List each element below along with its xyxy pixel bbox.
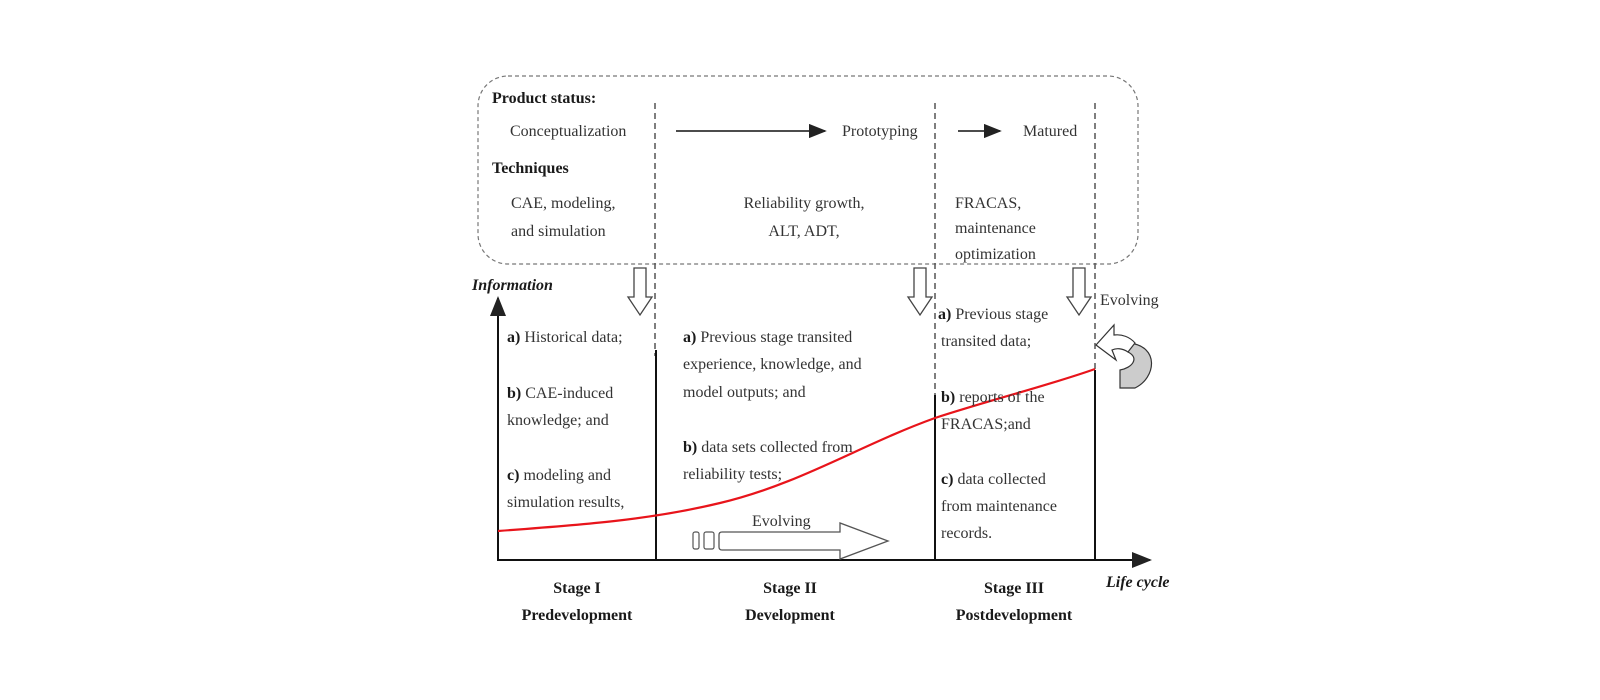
technique-stage3-line2: maintenance — [955, 220, 1036, 237]
technique-stage2-line1: Reliability growth, — [744, 195, 865, 212]
technique-stage1-line2: and simulation — [511, 223, 606, 240]
stage2-item-a-line2: experience, knowledge, and — [683, 356, 862, 373]
stage1-phase: Predevelopment — [522, 607, 633, 624]
stage3-item-a-line2: transited data; — [941, 333, 1031, 350]
stage3-item-b-line2: FRACAS;and — [941, 416, 1031, 433]
technique-stage3-line1: FRACAS, — [955, 195, 1021, 212]
stage1-item-c: c)modeling and — [507, 467, 611, 484]
stage3-item-a: a)Previous stage — [938, 306, 1048, 323]
y-axis-label: Information — [471, 277, 553, 294]
technique-stage1-line1: CAE, modeling, — [511, 195, 615, 212]
evolving-arrow-horizontal — [718, 522, 890, 560]
stage1-item-c-line2: simulation results, — [507, 494, 624, 511]
stage3-items: a)Previous stage transited data; b)repor… — [938, 306, 1057, 542]
stage1-item-b: b)CAE-induced — [507, 385, 613, 402]
technique-stage2-line2: ALT, ADT, — [768, 223, 839, 240]
stage3-phase: Postdevelopment — [956, 607, 1073, 624]
product-status-box — [477, 75, 1139, 265]
stage3-item-c-line2: from maintenance — [941, 498, 1057, 515]
evolving-label-horizontal: Evolving — [752, 513, 811, 530]
stage1-name: Stage I — [553, 580, 601, 597]
status-conceptualization: Conceptualization — [510, 123, 626, 140]
transfer-arrow-stage1 — [626, 267, 654, 317]
technique-stage3-line3: optimization — [955, 246, 1036, 263]
transfer-arrow-stage2 — [906, 267, 934, 317]
techniques-label: Techniques — [492, 160, 569, 177]
stage2-item-a: a)Previous stage transited — [683, 329, 852, 346]
status-matured: Matured — [1023, 123, 1077, 140]
stage2-item-b-line2: reliability tests; — [683, 466, 782, 483]
stage3-item-c-line3: records. — [941, 525, 992, 542]
stage2-name: Stage II — [763, 580, 817, 597]
stage2-item-b: b)data sets collected from — [683, 439, 853, 456]
status-prototyping: Prototyping — [842, 123, 918, 140]
evolving-block-2 — [703, 531, 715, 550]
evolving-arrow-circular — [1095, 323, 1153, 389]
evolving-block-1 — [692, 531, 700, 550]
stage3-name: Stage III — [984, 580, 1044, 597]
x-axis-label: Life cycle — [1105, 574, 1170, 591]
stage2-item-a-line3: model outputs; and — [683, 384, 806, 401]
stage2-items: a)Previous stage transited experience, k… — [683, 329, 862, 483]
stage3-item-c: c)data collected — [941, 471, 1046, 488]
stage3-item-b: b)reports of the — [941, 389, 1045, 406]
stage2-phase: Development — [745, 607, 835, 624]
product-status-label: Product status: — [492, 90, 596, 107]
stage1-item-a: a)Historical data; — [507, 329, 623, 346]
evolving-label-circular: Evolving — [1100, 292, 1159, 309]
information-curve — [497, 367, 1096, 533]
transfer-arrow-stage3 — [1065, 267, 1093, 317]
stage1-items: a)Historical data; b)CAE-induced knowled… — [507, 329, 624, 511]
stage1-item-b-line2: knowledge; and — [507, 412, 609, 429]
